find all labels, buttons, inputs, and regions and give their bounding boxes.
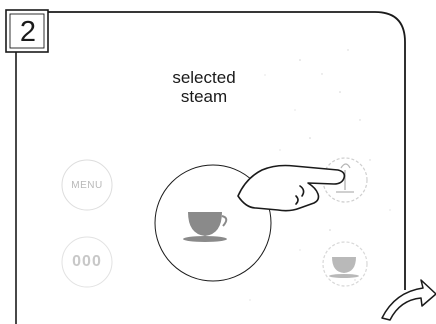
curved-arrow-icon (382, 280, 436, 320)
cup-icon (323, 242, 367, 286)
caption-line-2: steam (154, 87, 254, 106)
step-number: 2 (10, 14, 46, 50)
instruction-caption: selected steam (154, 68, 254, 106)
panel-frame (48, 12, 405, 290)
pointing-hand-icon (238, 166, 344, 211)
dots-button-label: 000 (60, 253, 114, 271)
caption-line-1: selected (154, 68, 254, 87)
menu-button-label: MENU (60, 180, 114, 191)
coffee-cup-icon (183, 212, 227, 242)
